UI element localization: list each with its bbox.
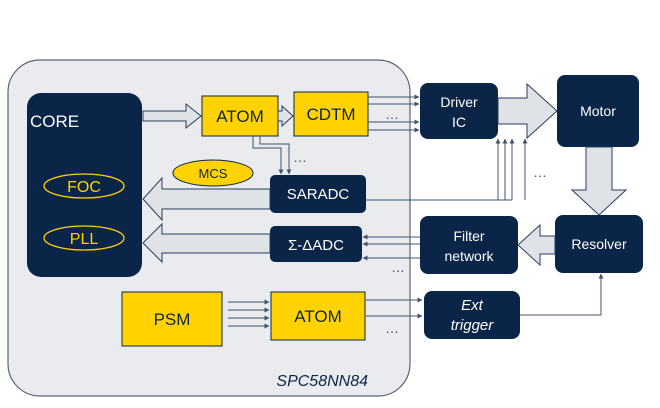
atom-ext-signals (366, 297, 423, 319)
filter-network-line1: Filter (453, 228, 484, 244)
pll-label: PLL (70, 231, 99, 248)
foc-ellipse (43, 173, 125, 199)
cdtm-label: CDTM (306, 105, 355, 124)
block-arrow-saradc-to-core (142, 176, 271, 222)
motor-saradc-signals (366, 138, 528, 201)
filter-network-block (420, 216, 518, 274)
foc-label: FOC (67, 179, 101, 196)
block-arrow-sdadc-to-core (142, 222, 271, 264)
ext-trigger-line1: Ext (461, 297, 484, 314)
psm-block (121, 291, 223, 347)
ext-trigger-line2: trigger (451, 317, 495, 334)
psm-atom-signals (228, 299, 270, 329)
filter-sdadc-signals (362, 234, 420, 261)
atom-top-label: ATOM (216, 107, 264, 126)
block-arrow-core-to-atom (142, 102, 202, 130)
block-arrow-resolver-to-filter (517, 223, 556, 267)
psm-label: PSM (154, 310, 191, 329)
ext-resolver-signal (520, 273, 604, 316)
atom-saradc-signals (252, 136, 292, 175)
driver-ic-line1: Driver (440, 94, 478, 110)
atom-ext-ellipsis: … (385, 320, 399, 336)
filter-network-line2: network (444, 248, 494, 264)
core-label: CORE (30, 112, 79, 131)
driver-ic-block (420, 83, 498, 139)
atom-saradc-ellipsis: … (293, 149, 307, 165)
resolver-label: Resolver (571, 236, 627, 252)
driver-ic-line2: IC (452, 114, 466, 130)
mcs-label: MCS (199, 166, 228, 181)
sdadc-label: Σ-ΔADC (288, 237, 344, 254)
atom-bottom-label: ATOM (294, 307, 342, 326)
motor-block (557, 75, 639, 147)
motor-saradc-ellipsis: … (533, 164, 547, 180)
saradc-label: SARADC (287, 186, 350, 203)
mcs-ellipse (172, 159, 254, 187)
resolver-block (555, 215, 643, 273)
cdtm-driver-signals (368, 94, 420, 133)
sdadc-block (270, 226, 362, 262)
cdtm-block (293, 91, 369, 137)
block-arrow-atom-to-cdtm (277, 104, 294, 128)
filter-sdadc-ellipsis: … (391, 259, 405, 275)
cdtm-driver-ellipsis: … (385, 106, 399, 122)
chip-name: SPC58NN84 (276, 373, 368, 390)
block-arrow-driver-to-motor (497, 82, 558, 140)
block-arrow-motor-to-resolver (570, 146, 628, 216)
core-block (27, 93, 142, 277)
ext-trigger-block (424, 291, 520, 339)
motor-label: Motor (580, 103, 616, 119)
atom-bottom-block (270, 291, 366, 341)
pll-ellipse (43, 225, 125, 251)
saradc-block (270, 175, 366, 213)
